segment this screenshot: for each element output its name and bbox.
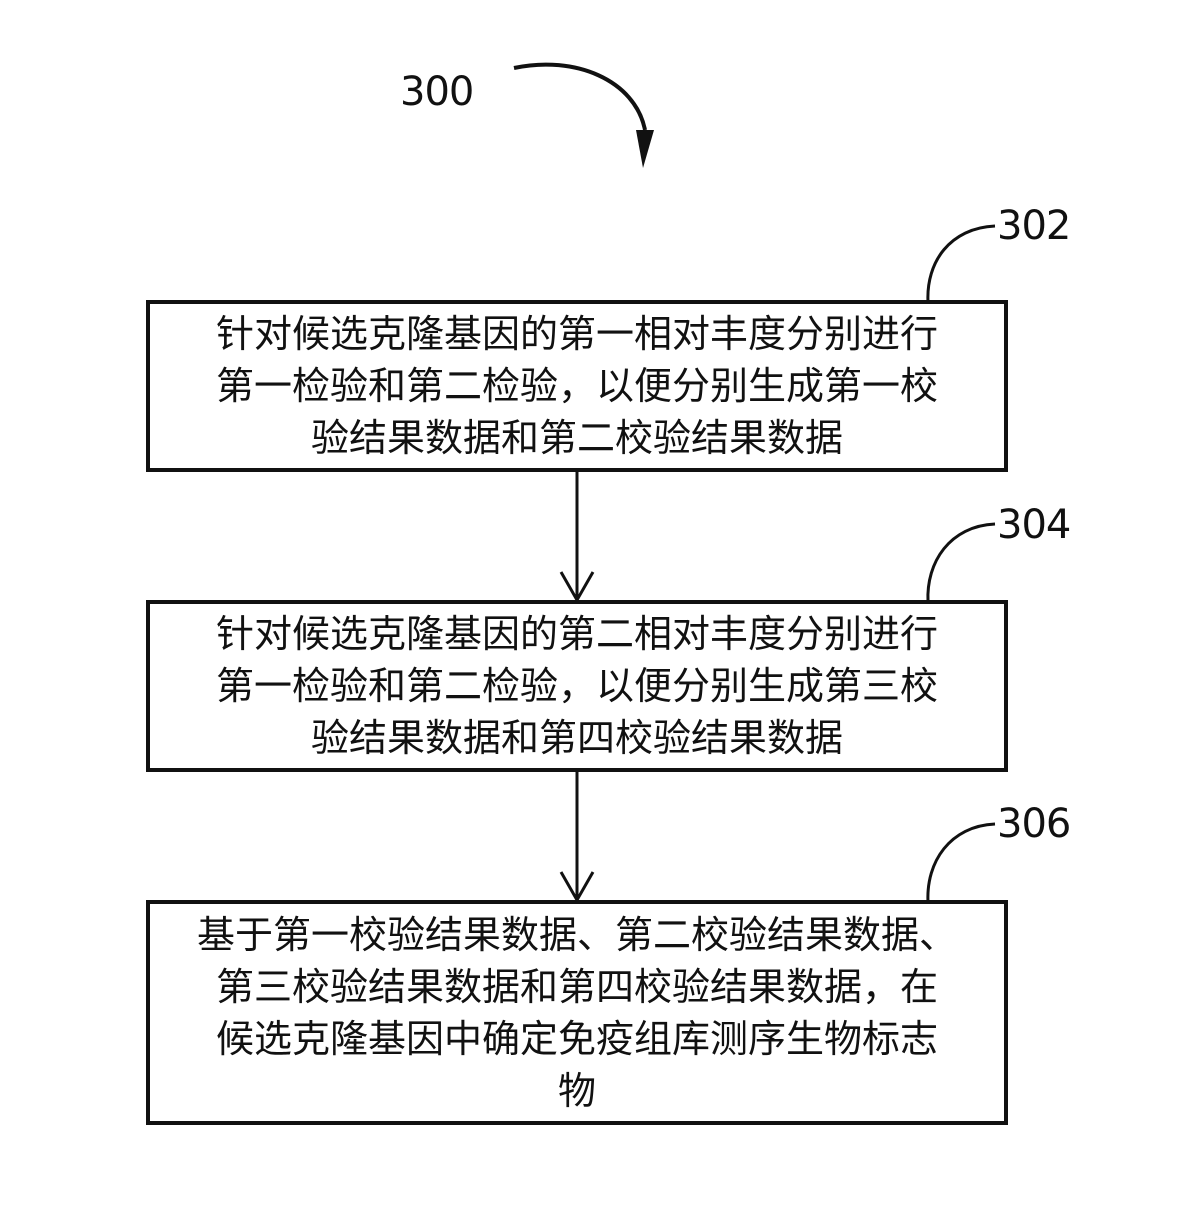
leader-line-302 bbox=[926, 224, 996, 303]
figure-number: 300 bbox=[400, 69, 474, 115]
step-ref-304: 304 bbox=[997, 502, 1071, 548]
step-box-306: 基于第一校验结果数据、第二校验结果数据、 第三校验结果数据和第四校验结果数据，在… bbox=[146, 900, 1008, 1125]
step-box-304: 针对候选克隆基因的第二相对丰度分别进行 第一检验和第二检验，以便分别生成第三校 … bbox=[146, 600, 1008, 772]
figure-arrowhead bbox=[636, 130, 654, 168]
step-box-302: 针对候选克隆基因的第一相对丰度分别进行 第一检验和第二检验，以便分别生成第一校 … bbox=[146, 300, 1008, 472]
step-text-302: 针对候选克隆基因的第一相对丰度分别进行 第一检验和第二检验，以便分别生成第一校 … bbox=[215, 312, 938, 460]
figure-curve-arrow bbox=[513, 62, 647, 131]
step-ref-306: 306 bbox=[997, 801, 1071, 847]
leader-line-306 bbox=[926, 822, 996, 903]
step-text-304: 针对候选克隆基因的第二相对丰度分别进行 第一检验和第二检验，以便分别生成第三校 … bbox=[215, 612, 938, 760]
step-text-306: 基于第一校验结果数据、第二校验结果数据、 第三校验结果数据和第四校验结果数据，在… bbox=[196, 912, 957, 1113]
leader-line-304 bbox=[926, 522, 996, 603]
step-ref-302: 302 bbox=[997, 203, 1071, 249]
